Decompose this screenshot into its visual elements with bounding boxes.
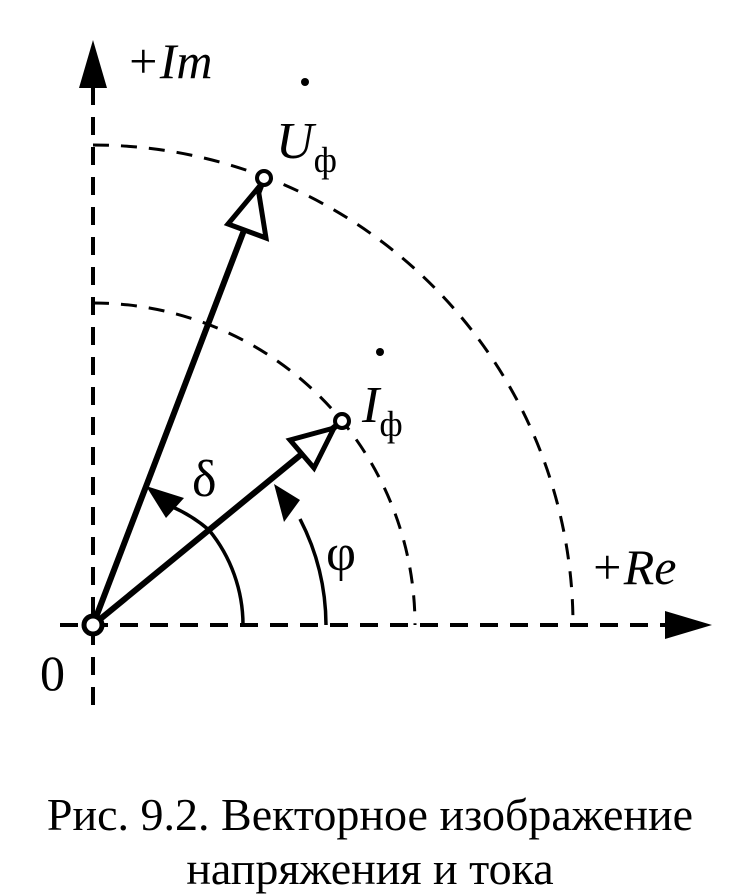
current-label-dot xyxy=(376,348,384,356)
current-symbol: I xyxy=(361,377,382,434)
origin-point xyxy=(81,613,105,637)
voltage-subscript: ф xyxy=(314,140,337,180)
voltage-vector-label: Uф xyxy=(276,113,337,180)
angle-phi-arc xyxy=(298,518,328,626)
current-vector-tip xyxy=(333,412,351,430)
angle-delta-arrowhead xyxy=(146,486,184,518)
angle-phi-arrowhead xyxy=(274,484,300,522)
angle-phi-label: φ xyxy=(326,525,356,582)
re-axis-arrowhead xyxy=(665,611,712,639)
voltage-vector-line xyxy=(90,176,267,627)
current-vector-label: Iф xyxy=(361,377,403,444)
current-magnitude-arc xyxy=(92,301,417,626)
current-subscript: ф xyxy=(379,404,402,444)
im-axis-label: +Im xyxy=(126,33,213,89)
origin-label: 0 xyxy=(40,645,65,701)
angle-delta-label: δ xyxy=(192,451,217,508)
voltage-symbol: U xyxy=(276,113,317,170)
voltage-vector-tip xyxy=(255,169,273,187)
re-axis-label: +Re xyxy=(590,539,676,595)
current-vector-arrowhead xyxy=(285,424,339,473)
angle-delta-arc xyxy=(207,528,245,626)
figure-caption-line-2: напряжения и тока xyxy=(186,843,554,894)
voltage-label-dot xyxy=(301,78,309,86)
voltage-magnitude-arc xyxy=(92,143,575,626)
figure-caption-line-1: Рис. 9.2. Векторное изображение xyxy=(46,789,694,840)
angle-delta-arc-upper xyxy=(167,503,211,532)
voltage-vector-arrowhead xyxy=(223,182,270,242)
im-axis-arrowhead xyxy=(79,40,107,88)
